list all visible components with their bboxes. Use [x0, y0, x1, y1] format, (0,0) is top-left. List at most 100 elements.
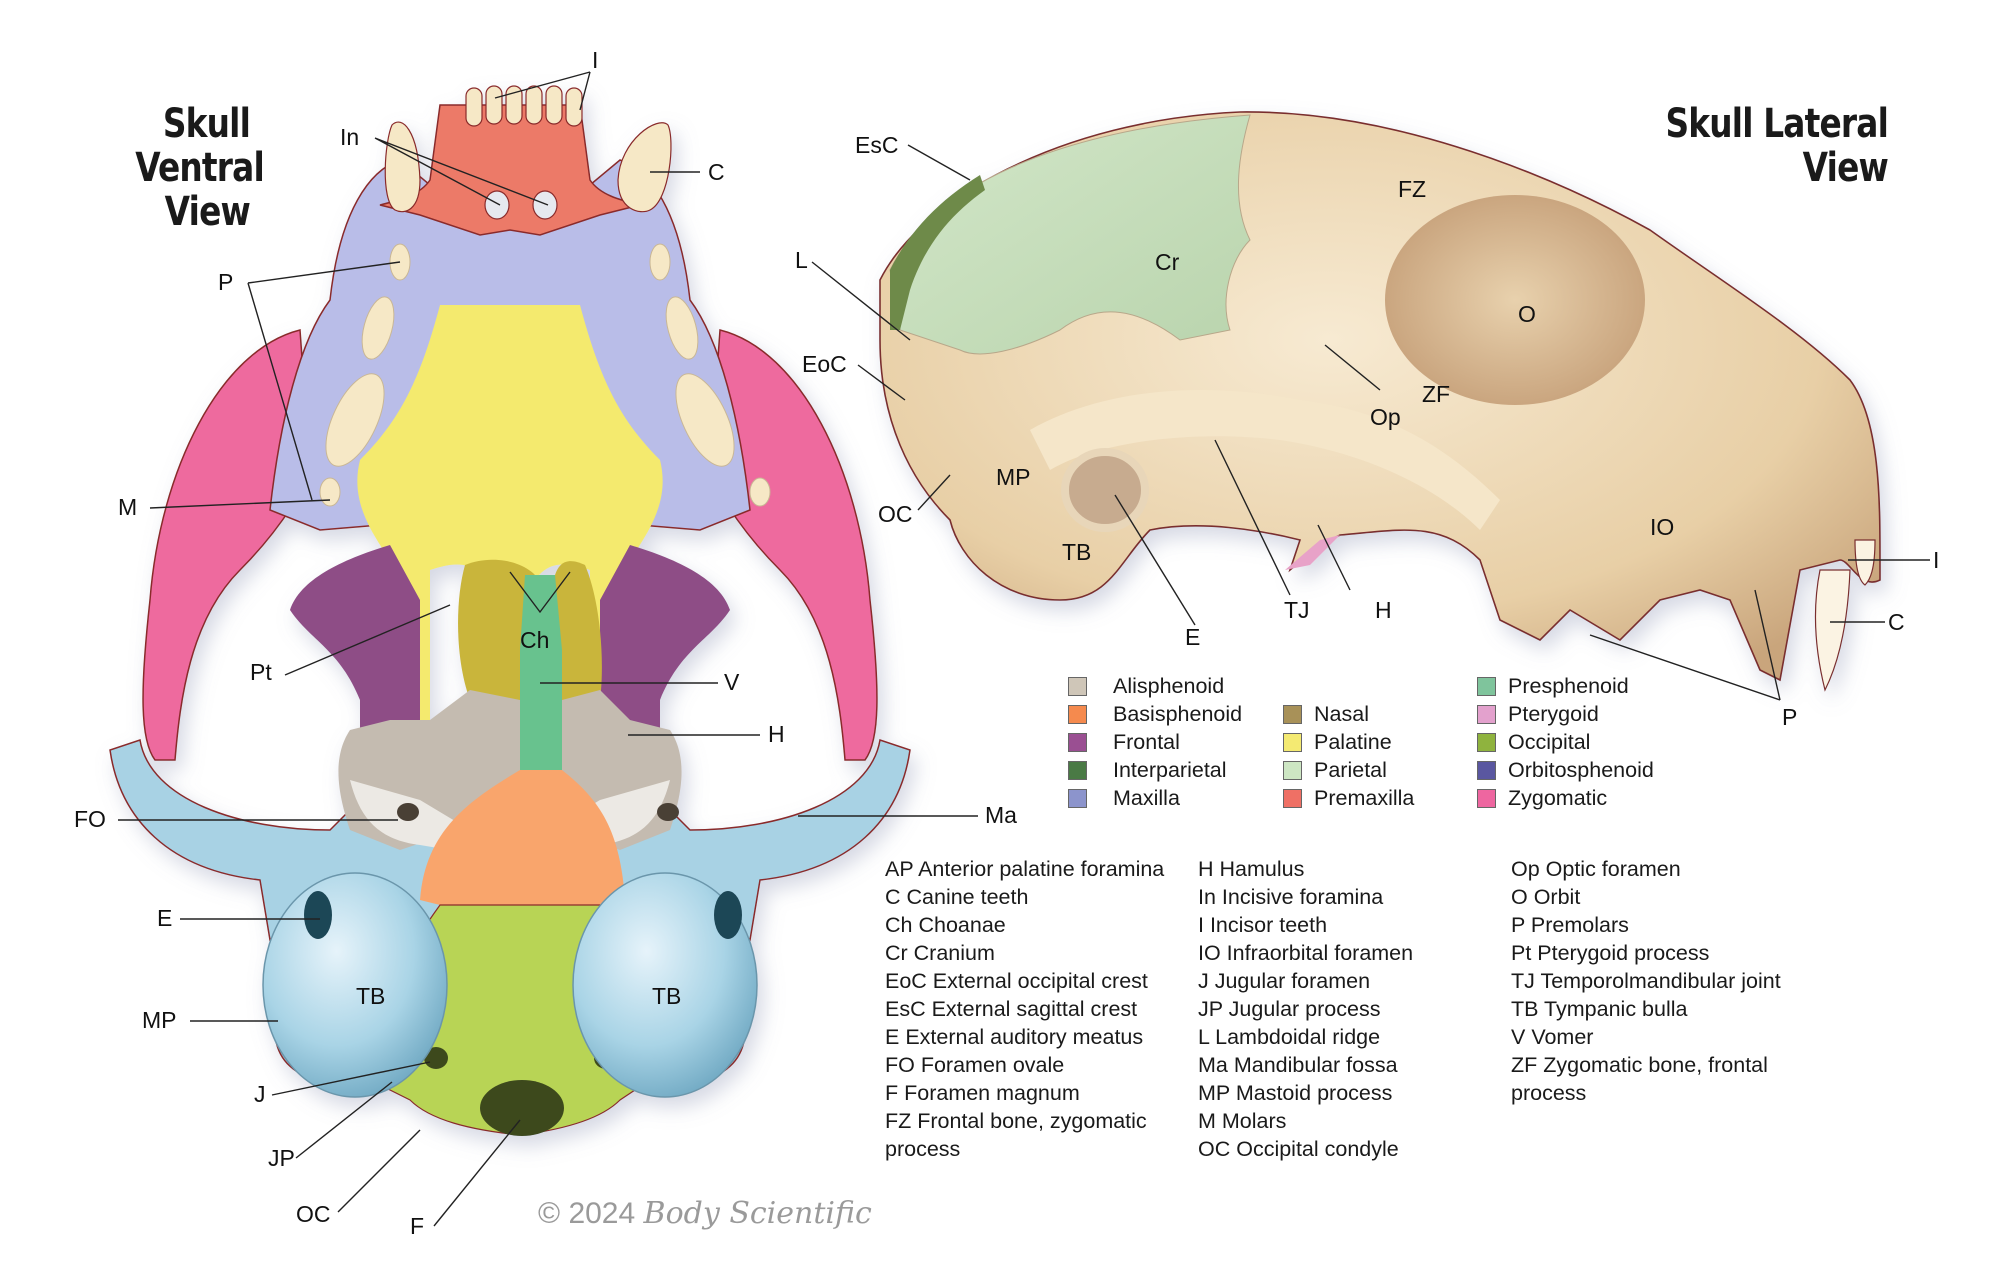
legend-item: Presphenoid: [1477, 672, 1654, 700]
abbreviation-entry: JP Jugular process: [1198, 997, 1381, 1021]
abbreviation-entry: Ch Choanae: [885, 913, 1006, 937]
abbreviation-entry: M Molars: [1198, 1109, 1287, 1133]
label-TJ: TJ: [1284, 597, 1310, 623]
ventral-skull: [109, 85, 911, 1136]
legend-swatch: [1068, 732, 1087, 752]
abbreviation-entry: O Orbit: [1511, 885, 1581, 909]
label-O: O: [1518, 301, 1536, 327]
legend-label: Parietal: [1314, 758, 1387, 782]
lateral-labels: EsC L EoC OC MP TB E TJ H FZ Cr O ZF Op …: [795, 132, 1939, 730]
legend-label: Nasal: [1314, 702, 1369, 726]
legend-label: Premaxilla: [1314, 786, 1415, 810]
label-J: J: [254, 1081, 266, 1107]
label-EsC: EsC: [855, 132, 898, 158]
legend-item: Occipital: [1477, 728, 1654, 756]
auditory-meatus-left: [304, 891, 332, 939]
parietal-region: [889, 114, 1251, 355]
label-E: E: [157, 905, 172, 931]
legend-swatch: [1477, 788, 1496, 808]
copyright-year: © 2024: [538, 1197, 636, 1230]
label-EoC: EoC: [802, 351, 847, 377]
abbreviation-key-column-1: AP Anterior palatine foramina C Canine te…: [885, 855, 1205, 1163]
legend-swatch: [1477, 760, 1496, 780]
legend-label: Zygomatic: [1508, 786, 1608, 810]
auditory-meatus-lateral: [1061, 448, 1149, 532]
label-V: V: [724, 669, 740, 695]
lateral-view-title: Skull Lateral View: [1658, 102, 1888, 190]
label-M: M: [118, 494, 137, 520]
legend-label: Maxilla: [1113, 786, 1180, 810]
abbreviation-entry: In Incisive foramina: [1198, 885, 1384, 909]
abbreviation-entry: FZ Frontal bone, zygomatic process: [885, 1109, 1147, 1161]
premolar-teeth: [325, 243, 735, 467]
legend-swatch: [1283, 788, 1302, 808]
label-TB-right: TB: [652, 983, 681, 1009]
molar-teeth: [319, 477, 771, 507]
abbreviation-entry: C Canine teeth: [885, 885, 1029, 909]
label-OC: OC: [296, 1201, 331, 1227]
label-I-lateral: I: [1933, 547, 1939, 573]
label-JP: JP: [268, 1145, 295, 1171]
label-Op: Op: [1370, 404, 1401, 430]
label-ZF: ZF: [1422, 381, 1450, 407]
legend-item: Interparietal: [1068, 756, 1242, 784]
legend-label: Palatine: [1314, 730, 1392, 754]
label-Ma: Ma: [985, 802, 1017, 828]
legend-item: Premaxilla: [1283, 784, 1414, 812]
jugular-foramen-left: [424, 1047, 448, 1069]
auditory-meatus-right: [714, 891, 742, 939]
abbreviation-entry: EsC External sagittal crest: [885, 997, 1138, 1021]
label-FZ: FZ: [1398, 176, 1426, 202]
legend-swatch: [1068, 676, 1087, 696]
legend-item: Nasal: [1283, 700, 1414, 728]
abbreviation-entry: H Hamulus: [1198, 857, 1305, 881]
label-C-lateral: C: [1888, 609, 1905, 635]
abbreviation-entry: OC Occipital condyle: [1198, 1137, 1399, 1161]
title-line: View: [164, 189, 251, 235]
title-line: Skull: [162, 101, 251, 147]
ventral-view-title: Skull Ventral View: [135, 101, 265, 235]
label-I: I: [592, 47, 598, 73]
abbreviation-entry: Pt Pterygoid process: [1511, 941, 1710, 965]
legend-swatch: [1477, 676, 1496, 696]
foramen-ovale-right: [657, 803, 679, 821]
abbreviation-entry: AP Anterior palatine foramina: [885, 857, 1165, 881]
title-line: Skull Lateral: [1665, 101, 1888, 147]
incisor-teeth: [465, 85, 583, 127]
legend-swatch: [1283, 732, 1302, 752]
abbreviation-entry: Op Optic foramen: [1511, 857, 1681, 881]
legend-item: Alisphenoid: [1068, 672, 1242, 700]
choanae-left: [458, 559, 535, 700]
label-IO: IO: [1650, 514, 1674, 540]
basisphenoid: [420, 770, 625, 905]
legend-label: Orbitosphenoid: [1508, 758, 1654, 782]
label-FO: FO: [74, 806, 106, 832]
canine-left: [384, 121, 421, 213]
abbreviation-entry: MP Mastoid process: [1198, 1081, 1393, 1105]
legend-item: Frontal: [1068, 728, 1242, 756]
choanae-right: [555, 561, 602, 700]
frontal-left: [290, 545, 420, 740]
orbit: [1385, 195, 1645, 405]
lateral-skull: [879, 111, 1881, 692]
ventral-labels: I In C P M Pt Ch V H FO Ma E TB TB MP J …: [74, 47, 1017, 1239]
label-Pt: Pt: [250, 659, 272, 685]
vomer-presphenoid: [520, 575, 562, 770]
incisive-foramen-right: [532, 190, 558, 220]
label-MP-lateral: MP: [996, 464, 1031, 490]
interparietal-crest: [890, 175, 985, 330]
legend-label: Interparietal: [1113, 758, 1227, 782]
abbreviation-entry: E External auditory meatus: [885, 1025, 1144, 1049]
legend-item: Basisphenoid: [1068, 700, 1242, 728]
abbreviation-entry: L Lambdoidal ridge: [1198, 1025, 1381, 1049]
legend-label: Alisphenoid: [1113, 674, 1225, 698]
abbreviation-entry: I Incisor teeth: [1198, 913, 1328, 937]
incisive-foramen-left: [484, 190, 510, 220]
legend-swatch: [1068, 760, 1087, 780]
tympanic-bulla-right: [572, 872, 758, 1098]
tympanic-bulla-left: [262, 872, 448, 1098]
label-C: C: [708, 159, 725, 185]
label-OC-lateral: OC: [878, 501, 913, 527]
